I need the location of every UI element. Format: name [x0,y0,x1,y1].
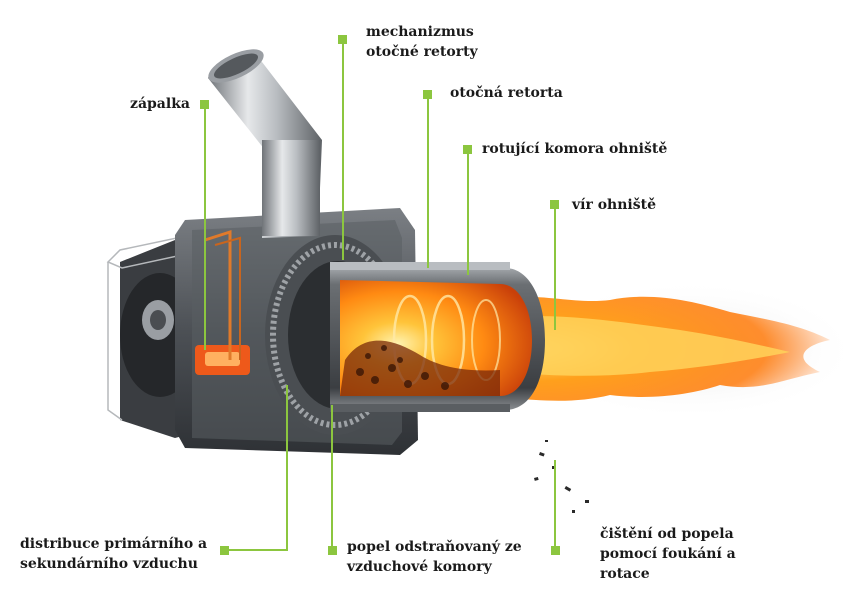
marker-igniter [200,100,209,109]
marker-mechanism [338,35,347,44]
label-ash-cleaning: čištění od popela pomocí foukání a rotac… [600,524,736,584]
label-air-distribution-line2: sekundárního vzduchu [20,556,198,572]
label-ash-removed-line1: popel odstraňovaný ze [347,539,522,555]
marker-vortex [550,200,559,209]
label-mechanism-line2: otočné retorty [366,44,478,60]
label-rotating-retort: otočná retorta [450,85,563,101]
label-vortex: vír ohniště [572,197,656,213]
label-mechanism-line1: mechanizmus [366,24,474,40]
label-ash-removed-line2: vzduchové komory [347,559,492,575]
marker-ash-removed [328,546,337,555]
label-ash-cleaning-line3: rotace [600,566,650,582]
label-ash-removed: popel odstraňovaný ze vzduchové komory [347,537,522,577]
label-air-distribution-line1: distribuce primárního a [20,536,208,552]
label-igniter: zápalka [130,96,190,112]
leader-lines [204,40,556,551]
label-air-distribution: distribuce primárního a sekundárního vzd… [20,534,207,574]
combustion-tube [330,262,545,412]
label-ash-cleaning-line1: čištění od popela [600,526,734,542]
marker-ash-cleaning [551,546,560,555]
label-mechanism: mechanizmus otočné retorty [366,22,478,62]
marker-rotating-retort [423,90,432,99]
marker-air-distribution [220,546,229,555]
feed-pipe [208,49,322,238]
marker-rotating-chamber [463,145,472,154]
label-ash-cleaning-line2: pomocí foukání a [600,546,736,562]
ash-particles [534,440,589,513]
flame [470,296,830,401]
label-rotating-chamber: rotující komora ohniště [482,141,668,157]
